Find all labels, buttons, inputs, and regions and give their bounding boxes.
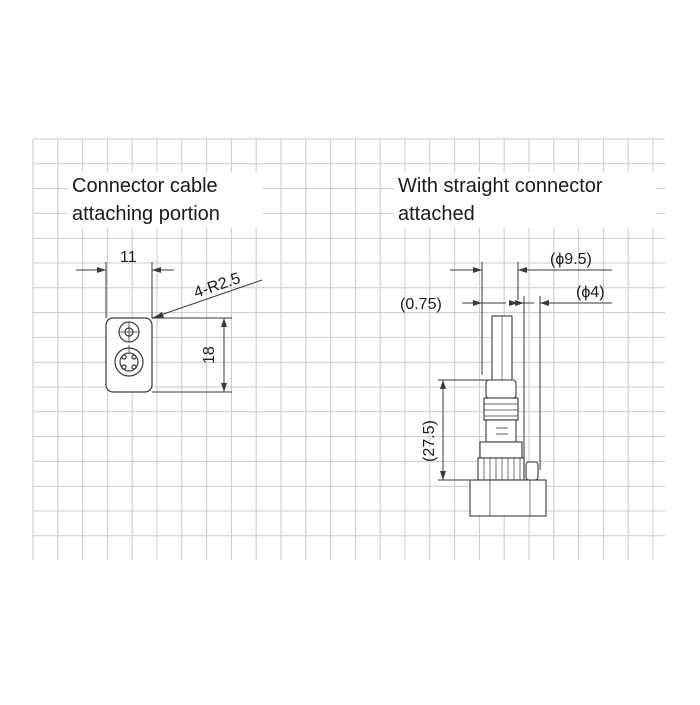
arrow-outer-right [518,267,527,273]
pin-3 [121,364,127,370]
left-panel: Connector cable attaching portion 11 4-R… [68,172,263,393]
arrow-width-right [152,267,161,273]
pin-4 [131,364,137,370]
right-dimension-lines [438,262,612,481]
left-dimension-arrows [97,267,227,392]
radius-leader-line [151,279,263,319]
right-dimension-arrows [440,267,549,480]
right-panel: With straight connector attached [394,172,656,517]
pin-2 [131,354,137,360]
arrow-offset-right [509,300,518,306]
left-title-line1: Connector cable [72,175,218,197]
dim-outer-dia-label: (ϕ9.5) [550,251,592,268]
connector-boot [485,379,517,399]
side-lock-tab [525,461,539,481]
arrow-length-bottom [440,471,446,480]
left-dimension-lines [76,262,263,393]
coupling-ring-upper [479,441,523,459]
dim-offset-label: (0.75) [400,296,442,313]
arrow-offset-left [473,300,482,306]
connector-body-upper [483,397,519,421]
mounting-housing [469,479,547,517]
arrow-length-top [440,380,446,389]
arrow-outer-left [473,267,482,273]
dim-inner-dia-label: (ϕ4) [576,284,605,301]
arrow-width-left [97,267,106,273]
dim-radius-label: 4-R2.5 [192,270,243,302]
right-title-line1: With straight connector [398,175,603,197]
connector-body-lower [485,419,517,443]
right-title-line2: attached [398,203,475,225]
arrow-height-top [221,318,227,327]
left-title-backdrop [68,172,263,228]
left-title-line2: attaching portion [72,203,220,225]
arrow-height-bottom [221,383,227,392]
pin-1 [121,354,127,360]
arrow-radius [153,312,164,318]
arrow-inner-right [540,300,549,306]
straight-connector [469,315,547,517]
arrow-inner-left [515,300,524,306]
dim-height-label: 18 [201,346,218,364]
dim-length-label: (27.5) [421,420,438,462]
connector-face [105,317,153,393]
right-title-backdrop [394,172,656,228]
dim-width-label: 11 [120,249,137,266]
coupling-nut [477,457,525,481]
